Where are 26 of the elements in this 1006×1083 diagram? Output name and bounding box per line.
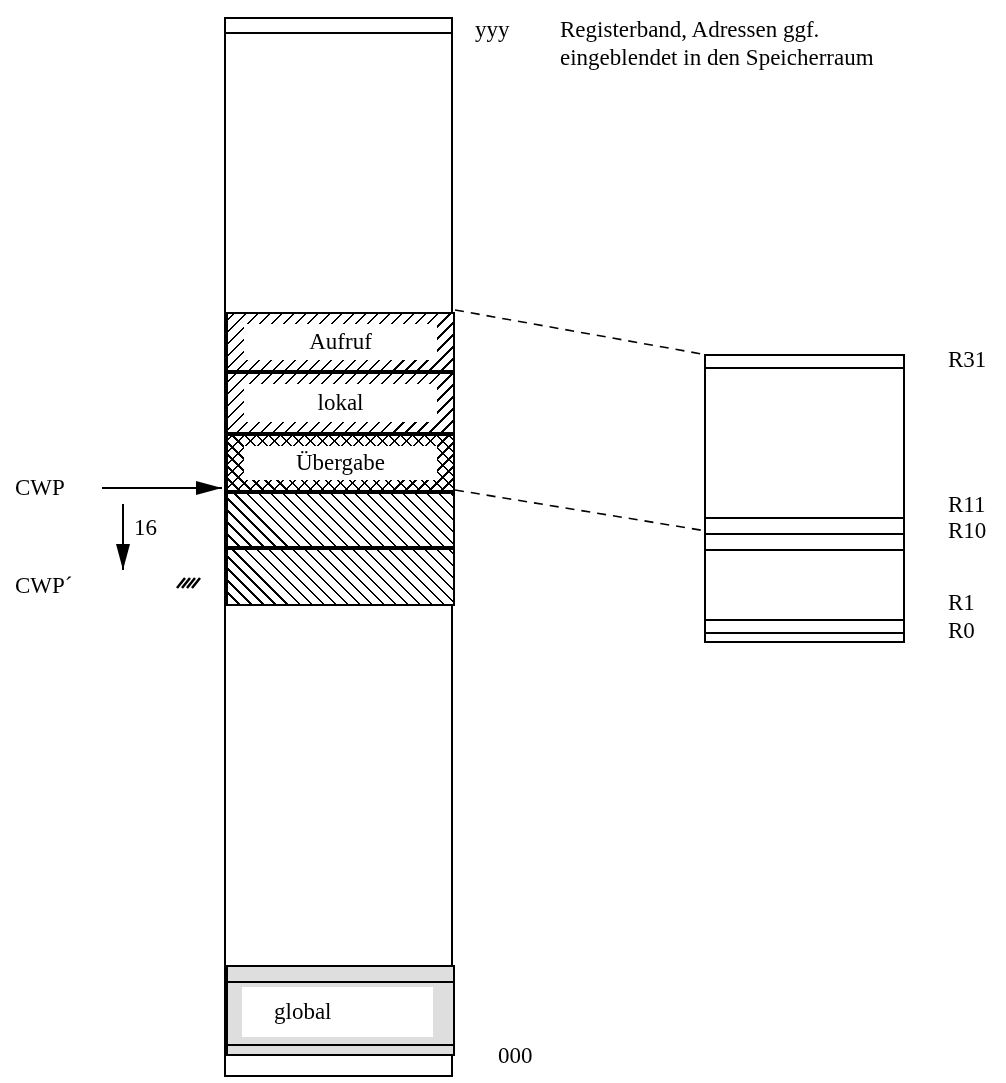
band-label: Übergabe: [244, 446, 437, 480]
memory-band: [226, 548, 455, 606]
register-label: R0: [948, 617, 975, 645]
memory-band: [226, 312, 455, 372]
band-label: lokal: [244, 384, 437, 422]
address-label: yyy: [475, 16, 510, 44]
register-label: R10: [948, 517, 987, 545]
memory-band: [226, 965, 455, 1056]
band-label: Aufruf: [244, 324, 437, 360]
memory-band: [226, 434, 455, 492]
register-file: [704, 354, 905, 643]
dashed-line: [454, 489, 703, 532]
arrow: [101, 481, 223, 495]
pointer-label: CWP´: [15, 572, 73, 600]
band-label: global: [242, 987, 433, 1037]
memory-column: [224, 17, 453, 1077]
register-label: R1: [948, 589, 975, 617]
pointer-label: CWP: [15, 474, 65, 502]
register-label: R11: [948, 491, 986, 519]
arrow: [116, 503, 130, 571]
memory-band: [226, 372, 455, 434]
description-text: Registerband, Adressen ggf. eingeblendet in den Speicherraum: [560, 16, 875, 72]
address-label: 000: [498, 1042, 533, 1070]
memory-band: [226, 492, 455, 548]
register-label: R31: [948, 346, 987, 374]
dashed-line: [454, 309, 703, 355]
